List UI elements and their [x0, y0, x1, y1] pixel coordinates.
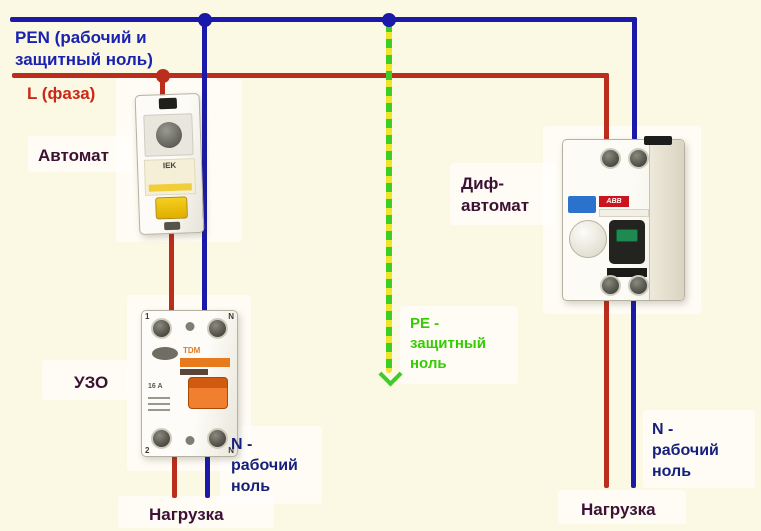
rcd-terminal-screw-top-right	[207, 318, 228, 339]
rcd-top-center-dot	[185, 322, 194, 331]
breaker-yellow-stripe	[148, 183, 192, 192]
pe-conductor-dashed-line	[386, 23, 392, 373]
phase-drop-to-dif-wire	[604, 73, 609, 140]
rcd-dark-band	[180, 369, 208, 375]
rcd-label: УЗО	[74, 373, 109, 392]
pen-label-line1: PEN (рабочий и	[15, 28, 147, 47]
dif-label: Диф- автомат	[461, 173, 529, 217]
dif-blue-tab	[568, 196, 596, 213]
dif-terminal-screw-bottom-left	[600, 275, 621, 296]
neutral-drop-to-rcd-wire	[202, 20, 207, 312]
rcd-terminal-screw-bottom-right	[207, 428, 228, 449]
pen-bus-wire	[10, 17, 637, 22]
n-right-label-background	[643, 410, 755, 488]
rcd-logo-oval	[152, 347, 178, 360]
dif-load-neutral-wire	[631, 296, 636, 488]
rcd-bottom-center-dot	[185, 436, 194, 445]
dif-status-window	[616, 229, 638, 242]
dif-side-panel	[649, 140, 684, 300]
dif-black-bar	[607, 268, 647, 277]
dif-terminal-screw-bottom-right	[628, 275, 649, 296]
rcd-terminal-label-n-bottom: N	[228, 446, 234, 455]
pen-split-junction-dot	[382, 13, 396, 27]
phase-stub-to-breaker-wire	[160, 77, 165, 99]
rcd-lever	[188, 377, 228, 409]
neutral-drop-to-dif-wire	[632, 17, 637, 140]
pe-label-line3: ноль	[410, 355, 447, 372]
rcd-marking-line	[148, 409, 170, 411]
breaker-label-area: IEK	[143, 158, 197, 196]
rcd-terminal-screw-bottom-left	[151, 428, 172, 449]
breaker-screw-plate	[143, 113, 194, 157]
dif-round-dial	[569, 220, 607, 258]
pen-label-line2: защитный ноль)	[15, 50, 153, 69]
dif-brand: ABB	[599, 196, 629, 207]
pe-label-line2: защитный	[410, 335, 486, 352]
n-right-label-line3: ноль	[652, 463, 692, 480]
rcd-terminal-label-1: 1	[145, 312, 150, 321]
rcd-marking-line	[148, 403, 170, 405]
n-left-label-line3: ноль	[231, 478, 271, 495]
breaker-label-background	[28, 136, 132, 172]
neutral-junction-dot-left	[198, 13, 212, 27]
n-right-label: N - рабочий ноль	[652, 419, 719, 482]
rcd-load-phase-wire	[172, 452, 177, 498]
rcd-terminal-label-n-top: N	[228, 312, 234, 321]
rcd-terminal-screw-top-left	[151, 318, 172, 339]
phase-bus-wire	[12, 73, 609, 78]
rcd-terminal-label-2: 2	[145, 446, 150, 455]
pe-label: PE - защитный ноль	[410, 314, 486, 374]
dif-text-band	[599, 209, 649, 217]
load-right-label: Нагрузка	[581, 500, 656, 519]
rcd-device: 1 N TDM 16 A 2 N	[141, 310, 238, 457]
dif-load-phase-wire	[604, 296, 609, 488]
rcd-marking-line	[148, 397, 170, 399]
dif-terminal-screw-top-right	[628, 148, 649, 169]
load-left-label: Нагрузка	[149, 505, 224, 524]
rcd-label-background	[42, 360, 128, 400]
breaker-to-rcd-wire	[169, 228, 174, 312]
n-left-label-line1: N -	[231, 436, 253, 453]
dif-toggle-lever	[609, 220, 645, 264]
n-right-label-line2: рабочий	[652, 442, 719, 459]
breaker-label: Автомат	[38, 146, 109, 165]
rcd-load-neutral-wire	[205, 452, 210, 498]
dif-label-background	[450, 163, 556, 225]
breaker-bottom-terminal	[163, 221, 180, 231]
breaker-top-terminal	[158, 97, 177, 110]
dif-label-line2: автомат	[461, 196, 530, 215]
phase-label: L (фаза)	[27, 84, 96, 103]
n-left-label: N - рабочий ноль	[231, 434, 298, 497]
rcd-rating: 16 A	[148, 383, 163, 390]
circuit-breaker-device: IEK	[134, 92, 205, 236]
pe-arrow-icon	[378, 362, 403, 387]
rcd-orange-band	[180, 358, 230, 367]
pe-label-line1: PE -	[410, 315, 440, 332]
dif-din-clip	[644, 136, 672, 145]
dif-label-line1: Диф-	[461, 174, 505, 193]
phase-junction-dot	[156, 69, 170, 83]
rcd-brand: TDM	[183, 346, 201, 355]
load-right-label-background	[558, 490, 686, 524]
load-left-label-background	[118, 496, 274, 528]
differential-breaker-device: ABB	[562, 136, 685, 301]
dif-terminal-screw-top-left	[600, 148, 621, 169]
breaker-lever	[154, 196, 188, 220]
breaker-brand: IEK	[162, 160, 177, 171]
breaker-screw-icon	[155, 121, 182, 149]
n-left-label-line2: рабочий	[231, 457, 298, 474]
pe-label-background	[400, 306, 518, 384]
n-right-label-line1: N -	[652, 421, 674, 438]
pen-label: PEN (рабочий и защитный ноль)	[15, 27, 153, 71]
